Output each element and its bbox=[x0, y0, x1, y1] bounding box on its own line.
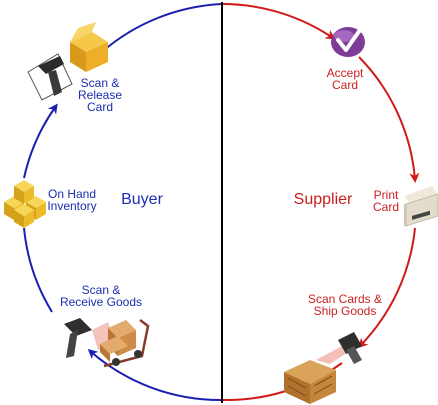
checkmark-icon bbox=[331, 27, 365, 57]
step-label-scan-cards-ship-goods: Scan Cards & Ship Goods bbox=[307, 292, 383, 318]
buyer-arc-3 bbox=[23, 103, 58, 179]
supplier-arc-3 bbox=[357, 227, 416, 349]
supplier-arc-1 bbox=[221, 3, 336, 40]
scanner-and-handtruck-icon bbox=[64, 318, 150, 368]
step-label-print-card: Print Card bbox=[372, 188, 399, 214]
scanner-and-crate-icon bbox=[284, 332, 362, 404]
buyer-arc-4 bbox=[102, 3, 223, 52]
step-label-scan-receive-goods: Scan & Receive Goods bbox=[59, 283, 143, 309]
buyer-side-label: Buyer bbox=[121, 191, 163, 208]
buyer-arc-1 bbox=[87, 349, 223, 402]
buyer-arc-2 bbox=[23, 227, 53, 313]
printer-icon bbox=[404, 186, 438, 227]
step-label-on-hand-inventory: On Hand Inventory bbox=[47, 187, 97, 213]
supplier-side-label: Supplier bbox=[293, 191, 353, 208]
scanner-and-box-icon bbox=[27, 22, 108, 101]
supplier-arc-2 bbox=[358, 56, 420, 183]
inventory-boxes-icon bbox=[4, 180, 46, 228]
step-label-scan-release-card: Scan & Release Card bbox=[77, 76, 123, 114]
step-label-accept-card: Accept Card bbox=[326, 66, 364, 92]
